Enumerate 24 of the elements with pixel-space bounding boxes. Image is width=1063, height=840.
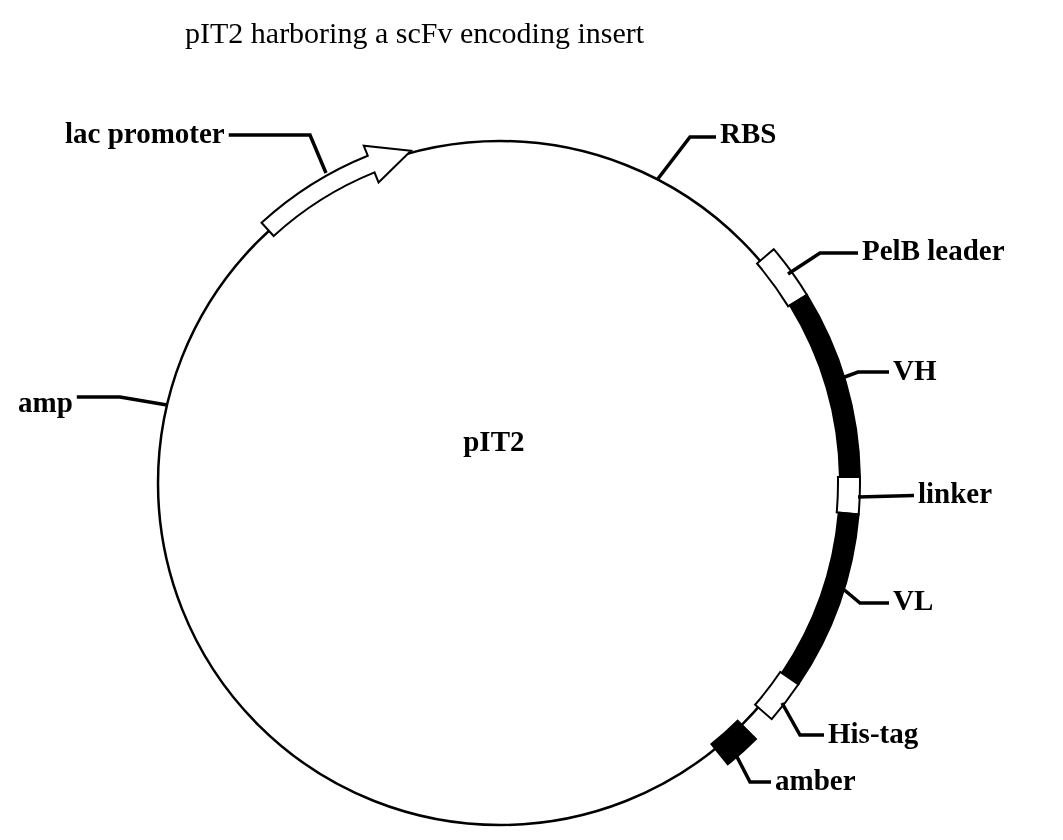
leader-line [857, 493, 915, 499]
feature-label: PelB leader [862, 235, 1005, 267]
feature-label: VL [893, 585, 934, 617]
feature-label: His-tag [828, 718, 919, 750]
feature-label: lac promoter [65, 118, 225, 150]
plasmid-name: pIT2 [463, 426, 525, 458]
feature-bar [788, 293, 861, 479]
feature-box [835, 475, 861, 516]
feature-label: amber [775, 765, 856, 797]
feature-bar [710, 719, 757, 766]
feature-label: RBS [720, 118, 777, 150]
feature-box [756, 248, 808, 308]
leader-line [780, 702, 824, 737]
feature-label: linker [918, 478, 993, 510]
feature-bar [780, 511, 860, 686]
leader-line [655, 135, 716, 182]
leader-line [228, 133, 328, 174]
leader-line [787, 251, 858, 276]
feature-label: amp [18, 387, 73, 419]
feature-label: VH [893, 355, 937, 387]
leader-line [76, 395, 168, 407]
feature-box [754, 671, 800, 721]
leader-line [841, 370, 889, 380]
title: pIT2 harboring a scFv encoding insert [185, 16, 645, 50]
